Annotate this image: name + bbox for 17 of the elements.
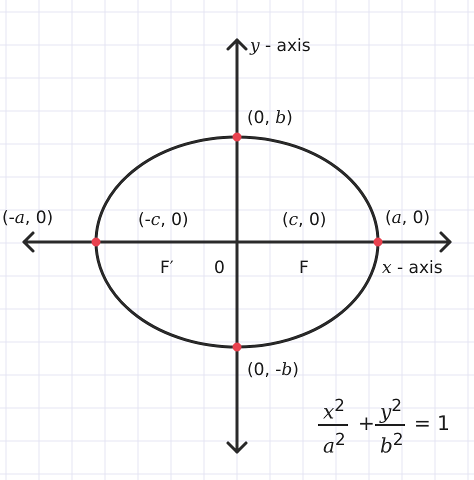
numerator: y$^{2}$ — [380, 396, 402, 422]
point-label: (0, -b) — [247, 360, 299, 380]
point-label: (0, b) — [247, 108, 293, 128]
point-label: (-a, 0) — [2, 208, 54, 228]
point-label: (a, 0) — [385, 208, 430, 228]
axis-label: x - axis — [382, 258, 443, 278]
plus-sign: + — [358, 413, 375, 433]
denominator: b$^{2}$ — [380, 430, 404, 456]
focus-label: F′ — [160, 258, 174, 278]
numerator: x$^{2}$ — [323, 396, 345, 422]
focus-label: F — [299, 258, 309, 278]
axis-label: y - axis — [250, 36, 311, 56]
equation-term: = 1 — [414, 413, 450, 433]
origin-label: 0 — [214, 258, 225, 278]
denominator: a$^{2}$ — [323, 430, 346, 456]
point-label: (-c, 0) — [138, 210, 189, 230]
point-label: (c, 0) — [282, 210, 326, 230]
